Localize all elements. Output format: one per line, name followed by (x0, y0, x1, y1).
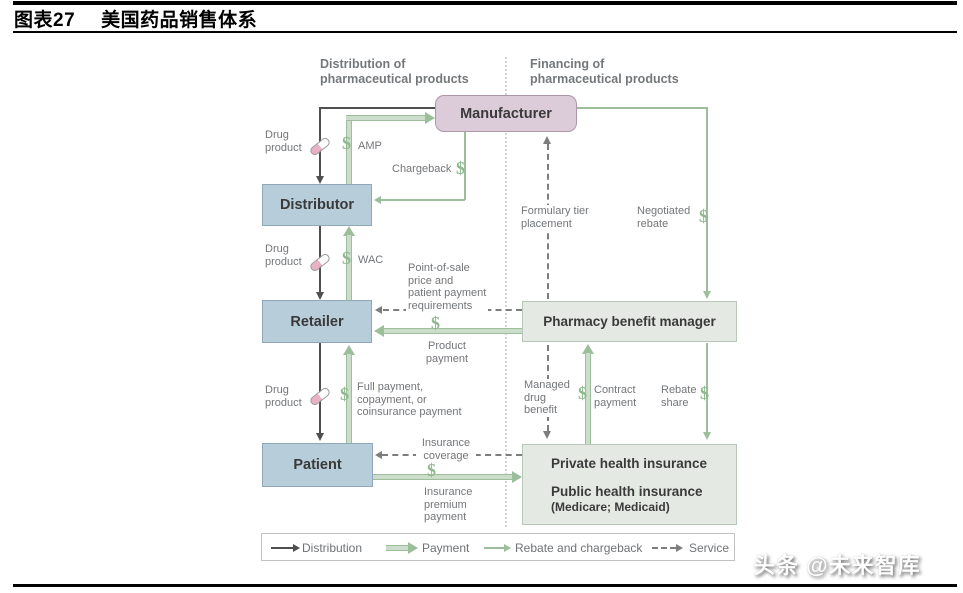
legend-distribution-arrow (271, 547, 293, 549)
distribution-arrow-manufacturer-segment (320, 107, 435, 109)
arrowhead-to-patient (316, 433, 324, 441)
arrowhead-formulary-to-manufacturer (543, 136, 551, 144)
product-payment-arrow (384, 328, 522, 334)
legend-box: Distribution Payment Rebate and chargeba… (261, 533, 735, 561)
retailer-label: Retailer (290, 313, 344, 330)
dollar-icon-premium: $ (427, 460, 436, 480)
arrowhead-to-retailer (316, 292, 324, 300)
patient-label: Patient (293, 457, 342, 473)
distributor-label: Distributor (279, 197, 355, 213)
retailer-box: Retailer (262, 300, 372, 343)
medicare-medicaid-label: (Medicare; Medicaid) (551, 499, 670, 514)
dollar-icon-chargeback: $ (456, 158, 465, 178)
column-header-financing: Financing of pharmaceutical products (530, 57, 679, 86)
legend-distribution-arrowhead (293, 544, 300, 552)
distributor-box: Distributor (262, 184, 372, 226)
patient-box: Patient (262, 443, 373, 487)
contract-payment-arrow (585, 353, 591, 444)
amp-payment-arrow-horizontal (346, 115, 425, 121)
private-insurance-label: Private health insurance (551, 455, 708, 471)
chargeback-label: Chargeback (392, 163, 452, 175)
arrowhead-wac-to-distributor (343, 226, 355, 236)
arrowhead-premium-to-insurance (512, 471, 522, 483)
public-insurance-label: Public health insurance (551, 483, 703, 499)
legend-rebate-label: Rebate and chargeback (515, 541, 643, 555)
pbm-box: Pharmacy benefit manager (522, 301, 737, 342)
figure-title-text: 美国药品销售体系 (101, 10, 258, 31)
dollar-icon-wac: $ (342, 248, 351, 268)
manufacturer-box: Manufacturer (435, 95, 577, 132)
rebate-share-arrow (706, 343, 708, 432)
insurance-coverage-label: Insurance coverage (416, 437, 476, 462)
chargeback-arrow-vertical (464, 132, 466, 200)
column-header-distribution: Distribution of pharmaceutical products (320, 57, 469, 86)
manufacturer-label: Manufacturer (460, 105, 552, 122)
legend-rebate-arrowhead (504, 544, 511, 552)
rebate-share-label: Rebate share (661, 384, 697, 409)
watermark: 头条 @未来智库 (753, 553, 921, 578)
arrowhead-contract-to-pbm (582, 344, 594, 354)
pos-label: Point-of-sale price and patient payment … (406, 262, 489, 312)
full-payment-label: Full payment, copayment, or coinsurance … (357, 381, 462, 418)
legend-service-arrowhead (676, 544, 683, 552)
figure-title: 图表27 美国药品销售体系 (14, 5, 257, 32)
arrowhead-rebateshare-to-insurance (703, 432, 711, 440)
arrowhead-amp-to-manufacturer (425, 112, 435, 124)
dollar-icon-contract: $ (578, 383, 587, 403)
formulary-label: Formulary tier placement (519, 205, 591, 230)
insurance-box: Private health insurance Public health i… (522, 444, 737, 525)
negotiated-rebate-label: Negotiated rebate (637, 205, 691, 230)
legend-payment-arrowhead (408, 542, 418, 554)
amp-label: AMP (358, 140, 382, 152)
legend-rebate-arrow (484, 547, 504, 549)
column-separator-line (505, 57, 507, 527)
dollar-icon-rebateshare: $ (700, 383, 709, 403)
legend-payment-label: Payment (422, 541, 470, 555)
negotiated-rebate-arrow-horizontal (577, 107, 708, 109)
insurance-premium-arrow (373, 474, 512, 480)
drug-product-label-2: Drug product (265, 243, 302, 268)
arrowhead-fullpayment-to-retailer (343, 345, 355, 355)
wac-label: WAC (358, 254, 384, 266)
insurance-premium-label: Insurance premium payment (424, 486, 473, 523)
product-payment-label: Product payment (425, 340, 469, 365)
legend-distribution-label: Distribution (302, 541, 363, 555)
drug-product-label-3: Drug product (265, 384, 302, 409)
arrowhead-coverage-to-patient (375, 451, 382, 459)
figure-tag: 图表27 (14, 10, 76, 31)
dollar-icon-product: $ (431, 313, 440, 333)
bottom-rule (13, 584, 957, 587)
dollar-icon-fullpayment: $ (340, 384, 349, 404)
full-payment-arrow (346, 354, 352, 443)
arrowhead-to-distributor (316, 176, 324, 184)
title-underline (13, 31, 957, 33)
legend-payment-arrow (386, 545, 408, 551)
distribution-arrow-to-patient-segment (319, 343, 321, 433)
dollar-icon-amp: $ (342, 133, 351, 153)
top-rule (13, 1, 957, 5)
contract-payment-label: Contract payment (594, 384, 637, 409)
dollar-icon-negotiated: $ (699, 206, 708, 226)
arrowhead-negotiated-to-pbm (703, 291, 711, 299)
drug-product-label-1: Drug product (265, 129, 302, 154)
arrowhead-pos-to-retailer (375, 306, 382, 314)
legend-service-arrow (652, 547, 676, 549)
chargeback-arrow-horizontal (380, 199, 465, 201)
arrowhead-chargeback-to-distributor (374, 196, 381, 204)
amp-payment-arrow-vertical (346, 116, 352, 184)
wac-payment-arrow (346, 235, 352, 300)
negotiated-rebate-arrow-vertical (706, 107, 708, 291)
legend-service-label: Service (689, 541, 730, 555)
arrowhead-productpayment-to-retailer (374, 325, 384, 337)
pbm-label: Pharmacy benefit manager (543, 314, 716, 329)
managed-benefit-label: Managed drug benefit (522, 379, 572, 417)
arrowhead-managed-to-insurance (543, 431, 551, 439)
